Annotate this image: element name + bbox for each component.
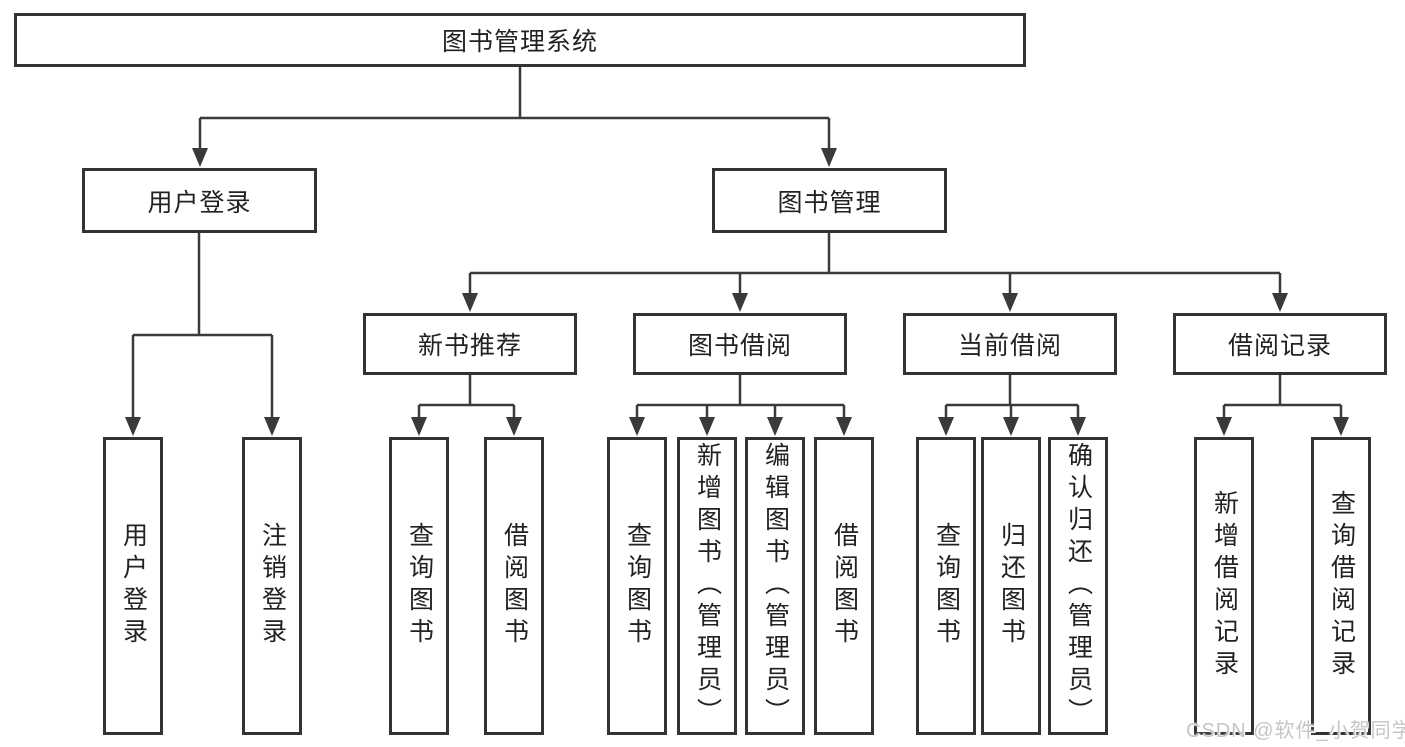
node-borrow-records: 借阅记录 (1173, 313, 1387, 375)
leaf-bb-query-books: 查询图书 (607, 437, 667, 735)
node-book-management: 图书管理 (712, 168, 947, 233)
node-current-borrow: 当前借阅 (903, 313, 1117, 375)
node-new-book-recommend: 新书推荐 (363, 313, 577, 375)
leaf-nbr-borrow-books: 借阅图书 (484, 437, 544, 735)
leaf-logout: 注销登录 (242, 437, 302, 735)
node-root-system: 图书管理系统 (14, 13, 1026, 67)
node-user-login: 用户登录 (82, 168, 317, 233)
leaf-br-add-borrow-record: 新增借阅记录 (1194, 437, 1254, 735)
leaf-bb-edit-books-admin: 编辑图书（管理员） (745, 437, 805, 735)
leaf-nbr-query-books: 查询图书 (389, 437, 449, 735)
leaf-br-query-borrow-record: 查询借阅记录 (1311, 437, 1371, 735)
leaf-cb-confirm-return-admin: 确认归还（管理员） (1048, 437, 1108, 735)
leaf-cb-query-books: 查询图书 (916, 437, 976, 735)
leaf-bb-add-books-admin: 新增图书（管理员） (677, 437, 737, 735)
leaf-user-login: 用户登录 (103, 437, 163, 735)
node-book-borrow: 图书借阅 (633, 313, 847, 375)
leaf-bb-borrow-books: 借阅图书 (814, 437, 874, 735)
csdn-watermark: CSDN @软件_小贺同学 (1186, 720, 1405, 742)
leaf-cb-return-books: 归还图书 (981, 437, 1041, 735)
